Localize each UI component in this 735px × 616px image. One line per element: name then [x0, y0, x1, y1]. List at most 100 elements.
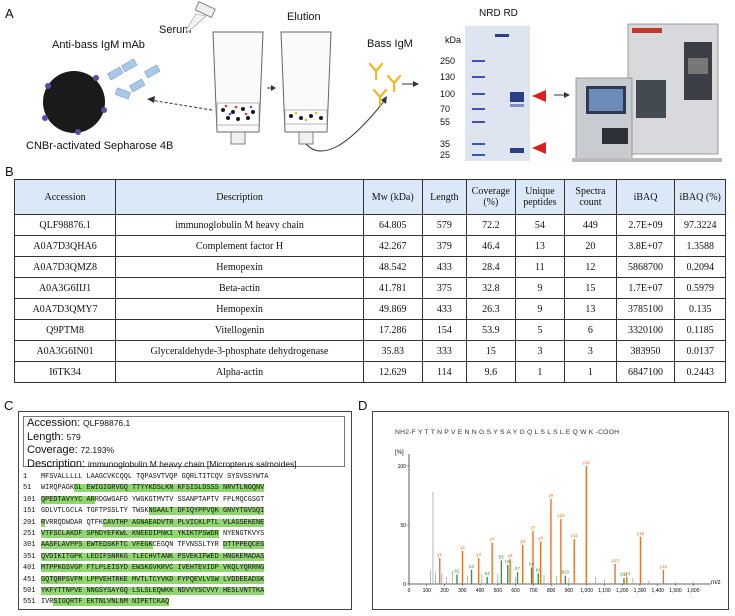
cell-accession: Q9PTM8 [13, 319, 117, 341]
panel-a-label: A [5, 6, 14, 21]
length-key: Length: [27, 430, 64, 443]
panel-c-label: C [4, 398, 14, 413]
cell-length: 114 [421, 361, 468, 383]
col-unique-peptides: Unique peptides [514, 179, 566, 215]
cell-spectra-count: 3 [564, 340, 617, 362]
panel-a-illustration [42, 1, 570, 152]
y-ion-label: y12 [583, 460, 591, 465]
uncovered-segment: IVR [41, 598, 54, 607]
cell-ibaq: 1.7E+07 [615, 277, 676, 299]
marker-55: 55 [440, 117, 451, 127]
cell-accession: A0A7D3QMY7 [13, 298, 117, 320]
sequence-line-number: 101 [23, 495, 36, 504]
cell-coverage: 32.8 [466, 277, 516, 299]
cell-coverage: 15 [466, 340, 516, 362]
cell-spectra-count: 449 [564, 214, 617, 236]
uncovered-segment: MFSVALLLLL LAAGCVKCQQL TQPASVTVQP GQRLTI… [41, 473, 269, 481]
x-tick-label: 700 [529, 588, 538, 594]
y-ion-label: y11 [571, 533, 578, 538]
y-ion-label: y14 [623, 571, 631, 576]
cell-unique-peptides: 11 [514, 256, 566, 278]
y-tick-label: 100 [398, 464, 407, 470]
b-ion-label: b2 [454, 569, 460, 574]
sepharose-bead [43, 71, 105, 133]
accession-key: Accession: [27, 417, 81, 429]
gel-header: NRD RD [479, 8, 518, 19]
cell-accession: QLF98876.1 [13, 214, 117, 236]
x-tick-label: 1,600 [687, 588, 700, 594]
cell-length: 154 [421, 319, 468, 341]
coverage-value: 72.193% [80, 445, 115, 455]
sequence-line-number: 1 [23, 473, 28, 481]
y-ion-label: y2 [460, 545, 465, 550]
uncovered-segment: GDLVTLGCLA TGFTPSSLTY TWSK [41, 507, 149, 516]
sequence-line-number: 151 [23, 507, 36, 516]
cell-unique-peptides: 1 [514, 361, 566, 383]
marker-25: 25 [440, 150, 451, 160]
cell-description: Beta-actin [115, 277, 364, 299]
cell-mw: 49.869 [362, 298, 423, 320]
cell-accession: A0A3G6IN01 [13, 340, 117, 362]
cell-length: 375 [421, 277, 468, 299]
cell-spectra-count: 1 [564, 361, 617, 383]
red-arrow-icons [532, 90, 546, 154]
table-header-row: Accession Description Mw (kDa) Length Co… [13, 179, 726, 215]
cell-mw: 12.629 [362, 361, 423, 383]
col-description: Description [115, 179, 364, 215]
x-tick-label: 500 [494, 588, 503, 594]
sequence-line: 151 GDLVTLGCLA TGFTPSSLTY TWSKNGAALT DFIQ… [23, 506, 268, 517]
col-length: Length [421, 179, 468, 215]
col-ibaq-percent: iBAQ (%) [674, 179, 726, 215]
x-tick-label: 1,200 [616, 588, 629, 594]
b-ion-label: b11 [620, 572, 628, 577]
sequence-line-number: 51 [23, 484, 32, 493]
uncovered-segment: CEGQN TFVNSSLTYR [152, 541, 223, 550]
coverage-key: Coverage: [27, 444, 78, 456]
cell-coverage: 26.3 [466, 298, 516, 320]
uncovered-segment: VRRQDWDAR QTFK [45, 518, 104, 527]
covered-segment: R [41, 518, 46, 527]
y-ion-label: y6 [520, 539, 525, 544]
y-ion-label: y4 [490, 537, 495, 542]
cell-mw: 48.542 [362, 256, 423, 278]
antibody-icons [107, 58, 161, 100]
sequence-line-number: 451 [23, 575, 36, 584]
sequence-panel: Accession: QLF98876.1 Length: 579 Covera… [18, 411, 352, 610]
cell-unique-peptides: 13 [514, 235, 566, 257]
cell-unique-peptides: 54 [514, 214, 566, 236]
col-ibaq: iBAQ [615, 179, 676, 215]
covered-segment: NGAALT DFIQYPPVQK GNVYTGVSQI [148, 507, 265, 516]
b-ion-label: b7 [515, 566, 521, 571]
y-axis-label: [%] [395, 450, 404, 456]
y-ion-label: y10 [557, 513, 565, 518]
marker-130: 130 [440, 72, 456, 82]
cell-accession: A0A3G6IIJ1 [13, 277, 117, 299]
b-ion-label: b3 [469, 564, 475, 569]
bass-igm-label: Bass IgM [367, 38, 413, 50]
y-ion-label: y1 [437, 552, 442, 557]
sequence-line-number: 551 [23, 598, 36, 607]
y-ion-label: y3 [476, 552, 481, 557]
covered-segment: YKFYTTNPVE NNGSYSAYGQ LSLSLEQWKK NDVVYSC… [41, 587, 265, 596]
igm-icons [368, 62, 402, 107]
covered-segment: MTPPKGSVGP FTLPLEISYD EWSKGVKRVC IVEHTEV… [41, 564, 265, 573]
cell-length: 333 [421, 340, 468, 362]
x-tick-label: 200 [440, 588, 449, 594]
cell-description: Hemopexin [115, 256, 364, 278]
covered-segment: SIGQRTF EKTNLVNLNM NIPETCKAQ [53, 598, 170, 607]
x-tick-label: 900 [565, 588, 574, 594]
x-tick-label: 1,400 [651, 588, 664, 594]
cell-unique-peptides: 9 [514, 277, 566, 299]
cell-length: 379 [421, 235, 468, 257]
column-1-icon [212, 31, 264, 145]
cell-description: immunoglobulin M heavy chain [115, 214, 364, 236]
uncovered-segment: NYENGTKVYS [218, 530, 265, 539]
